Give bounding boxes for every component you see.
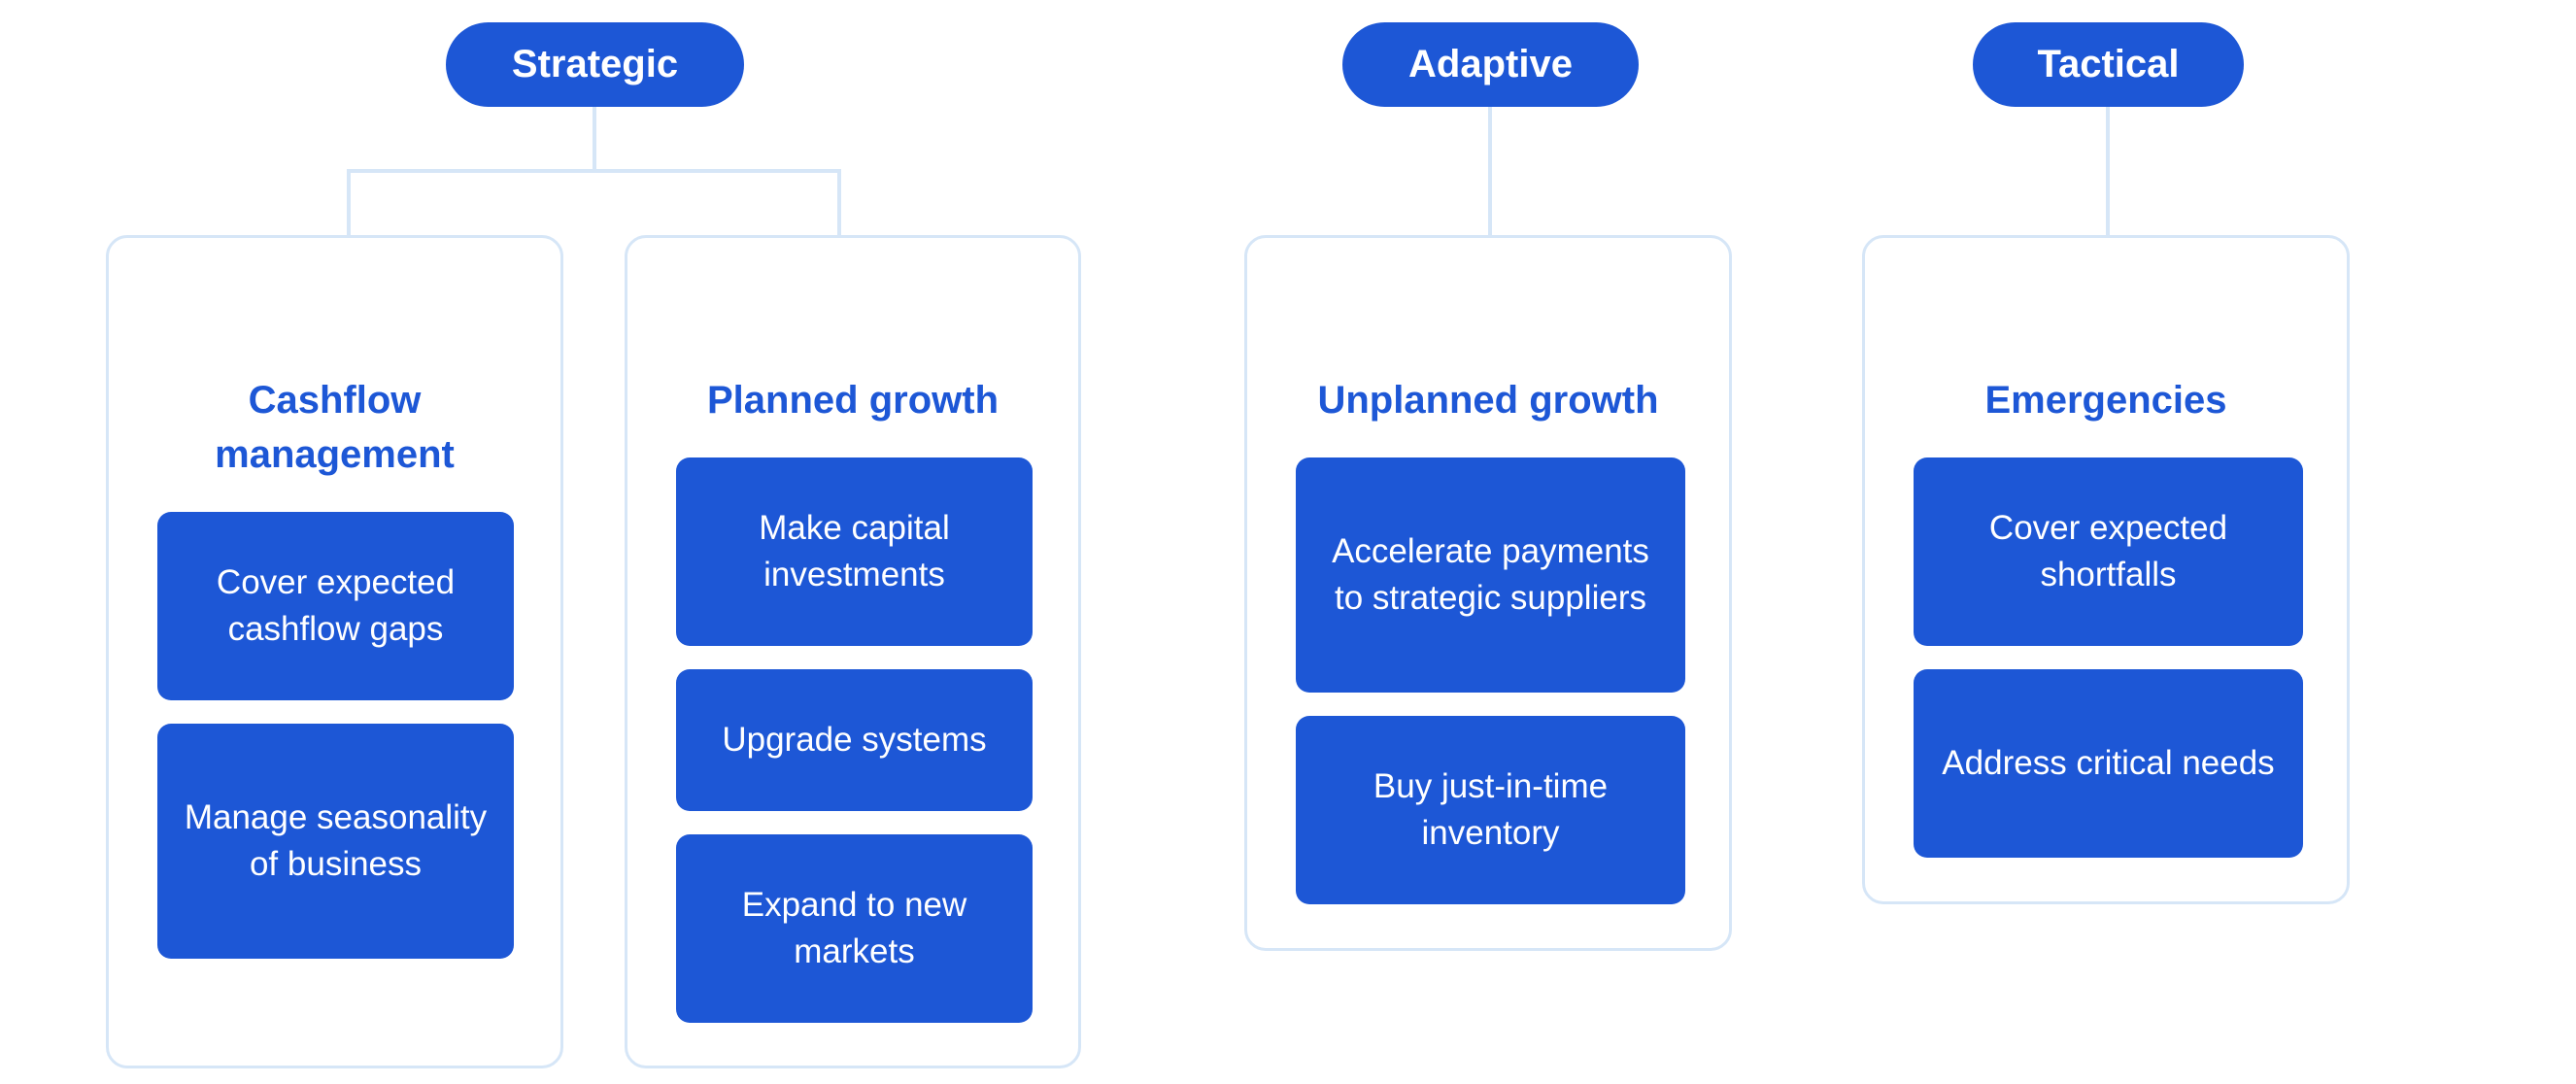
card-planned-growth: Planned growth Make capital investments … <box>625 235 1081 1068</box>
card-title-emergencies: Emergencies <box>1984 379 2227 422</box>
item-expand-to-new-markets: Expand to new markets <box>676 834 1033 1023</box>
connector-tactical-stem <box>2106 107 2110 237</box>
item-manage-seasonality: Manage seasonality of business <box>157 724 514 959</box>
connector-adaptive-stem <box>1488 107 1492 237</box>
card-title-unplanned-growth: Unplanned growth <box>1317 379 1659 422</box>
item-cover-expected-shortfalls: Cover expected shortfalls <box>1914 457 2303 646</box>
category-pill-tactical: Tactical <box>1973 22 2244 107</box>
connector-strategic-stem <box>593 107 596 171</box>
connector-strategic-left-drop <box>347 169 351 237</box>
item-upgrade-systems: Upgrade systems <box>676 669 1033 811</box>
connector-strategic-right-drop <box>837 169 841 237</box>
item-buy-just-in-time-inventory: Buy just-in-time inventory <box>1296 716 1685 904</box>
item-accelerate-payments: Accelerate payments to strategic supplie… <box>1296 457 1685 693</box>
item-cover-expected-cashflow-gaps: Cover expected cashflow gaps <box>157 512 514 700</box>
card-title-cashflow-management: Cashflow management <box>215 379 455 476</box>
item-make-capital-investments: Make capital investments <box>676 457 1033 646</box>
connector-strategic-bar <box>347 169 841 173</box>
card-cashflow-management: Cashflow management Cover expected cashf… <box>106 235 563 1068</box>
category-pill-strategic: Strategic <box>446 22 744 107</box>
card-title-planned-growth: Planned growth <box>707 379 999 422</box>
card-unplanned-growth: Unplanned growth Accelerate payments to … <box>1244 235 1732 951</box>
category-pill-adaptive: Adaptive <box>1342 22 1639 107</box>
item-address-critical-needs: Address critical needs <box>1914 669 2303 858</box>
card-emergencies: Emergencies Cover expected shortfalls Ad… <box>1862 235 2350 904</box>
